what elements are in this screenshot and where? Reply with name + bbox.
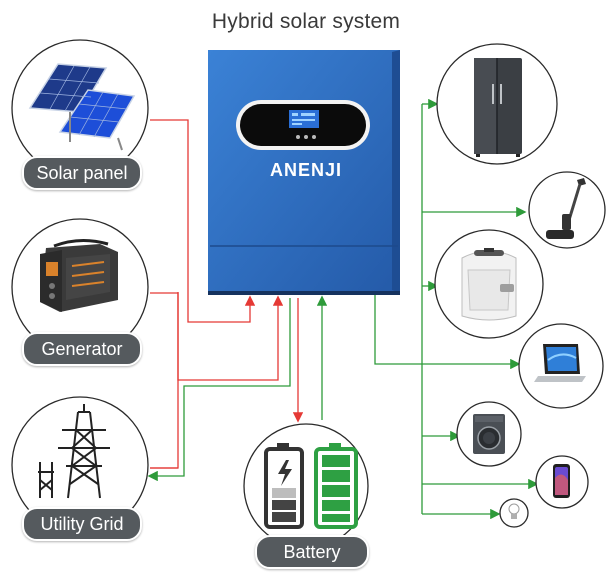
green-output-lines — [147, 98, 539, 520]
grid-output-line — [147, 298, 291, 482]
solar-panel-icon — [28, 63, 136, 151]
battery-label: Battery — [255, 535, 369, 569]
solar-input-line — [150, 119, 256, 323]
power-tower-icon — [38, 404, 110, 499]
refrigerator-icon — [474, 58, 522, 157]
load-laptop — [518, 323, 604, 409]
utility-grid-label: Utility Grid — [22, 507, 142, 541]
generator-input-line — [150, 292, 284, 381]
vacuum-cleaner-icon — [546, 178, 586, 239]
diagram-title: Hybrid solar system — [211, 10, 401, 33]
battery-icon — [264, 443, 358, 529]
generator-icon — [40, 239, 118, 312]
grid-input-line — [150, 292, 179, 469]
battery-node — [243, 423, 369, 549]
load-vacuum — [528, 171, 606, 249]
generator-node — [11, 218, 149, 356]
solar-panel-label: Solar panel — [22, 156, 142, 190]
light-bulb-icon — [508, 503, 520, 519]
load-air-fryer — [434, 229, 544, 339]
load-refrigerator — [436, 43, 558, 165]
load-washing-machine — [456, 401, 522, 467]
load-light-bulb — [499, 498, 529, 528]
inverter-brand: ANENJI — [269, 160, 342, 180]
inverter-display — [236, 100, 370, 150]
solar-panel-node — [11, 39, 149, 177]
laptop-icon — [534, 344, 586, 382]
inverter — [208, 50, 400, 295]
generator-label: Generator — [22, 332, 142, 366]
air-fryer-icon — [461, 248, 517, 321]
smartphone-icon — [553, 464, 570, 498]
load-smartphone — [535, 455, 589, 509]
washing-machine-icon — [473, 414, 505, 454]
utility-grid-node — [11, 396, 149, 534]
